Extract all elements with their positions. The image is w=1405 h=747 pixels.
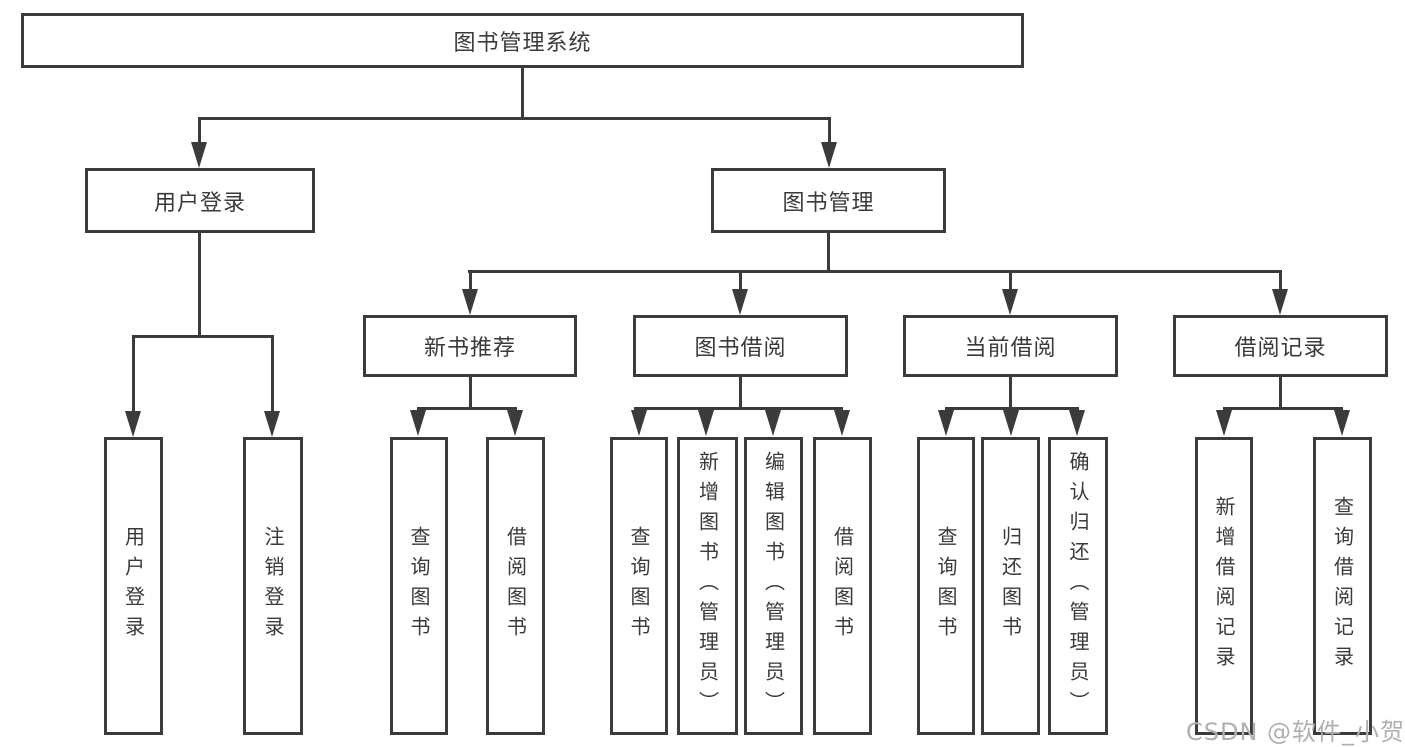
leaf-g3-add-books-admin-label: 新增图书（管理员） <box>695 451 720 721</box>
leaf-g5-add-record: 新增借阅记录 <box>1195 437 1253 735</box>
connector-newbook-drop <box>469 377 472 410</box>
leaf-g5-query-record: 查询借阅记录 <box>1313 437 1372 735</box>
node-borrow-records: 借阅记录 <box>1173 315 1388 377</box>
connector-book-mgmt-drop <box>827 233 830 273</box>
leaf-g3-edit-books-admin-label: 编辑图书（管理员） <box>761 451 786 721</box>
arrow-into-book-mgmt <box>821 142 837 168</box>
arrow-g3-borrow <box>834 410 850 436</box>
leaf-g3-query-books: 查询图书 <box>610 437 668 735</box>
leaf-user-login-label: 用户登录 <box>121 526 146 646</box>
arrow-into-current <box>1002 289 1018 315</box>
leaf-g2-borrow-books-label: 借阅图书 <box>503 526 528 646</box>
leaf-g2-query-books: 查询图书 <box>390 437 448 735</box>
connector-user-login-drop <box>198 233 201 338</box>
leaf-g3-add-books-admin: 新增图书（管理员） <box>677 437 738 735</box>
leaf-g2-query-books-label: 查询图书 <box>407 526 431 646</box>
csdn-watermark: CSDN @软件_小贺同学 <box>1186 718 1405 746</box>
connector-records-bar <box>1223 407 1343 410</box>
connector-user-login-bar <box>132 335 274 338</box>
connector-leaf-login-stem <box>132 335 135 413</box>
leaf-g4-query-books-label: 查询图书 <box>934 526 958 646</box>
connector-records-stem <box>1279 270 1282 292</box>
leaf-logout: 注销登录 <box>243 437 303 735</box>
leaf-g4-return-books: 归还图书 <box>981 437 1040 735</box>
arrow-into-borrow <box>732 289 748 315</box>
node-book-borrow-label: 图书借阅 <box>694 336 787 361</box>
leaf-g4-confirm-return-admin-label: 确认归还（管理员） <box>1066 451 1090 721</box>
connector-borrow-bar <box>634 407 843 410</box>
arrow-into-user-login <box>191 142 207 168</box>
node-user-login: 用户登录 <box>85 168 315 233</box>
arrow-into-leaf-login <box>125 411 141 437</box>
arrow-into-records <box>1272 289 1288 315</box>
node-book-borrow: 图书借阅 <box>633 315 848 377</box>
arrow-g3-query <box>631 410 647 436</box>
connector-book-mgmt-stem <box>828 117 831 145</box>
connector-borrow-drop <box>739 377 742 410</box>
connector-leaf-logout-stem <box>271 335 274 413</box>
connector-current-bar <box>945 407 1079 410</box>
leaf-g3-borrow-books-label: 借阅图书 <box>830 526 855 646</box>
leaf-g3-edit-books-admin: 编辑图书（管理员） <box>744 437 803 735</box>
node-root: 图书管理系统 <box>21 13 1024 68</box>
connector-user-login-stem <box>198 117 201 145</box>
leaf-g2-borrow-books: 借阅图书 <box>486 437 545 735</box>
leaf-g4-return-books-label: 归还图书 <box>998 526 1023 646</box>
node-book-mgmt: 图书管理 <box>711 168 946 233</box>
node-user-login-label: 用户登录 <box>153 190 246 216</box>
connector-root-drop <box>521 68 524 118</box>
arrow-g4-return <box>1003 410 1019 436</box>
connector-current-drop <box>1009 377 1012 410</box>
arrow-g4-confirm <box>1069 410 1085 436</box>
arrow-g3-edit <box>765 410 781 436</box>
leaf-g3-borrow-books: 借阅图书 <box>813 437 872 735</box>
node-current-borrow: 当前借阅 <box>903 315 1118 377</box>
node-new-book-rec: 新书推荐 <box>363 315 577 377</box>
node-root-label: 图书管理系统 <box>453 30 592 56</box>
connector-records-drop <box>1279 377 1282 410</box>
connector-borrow-stem <box>739 270 742 292</box>
leaf-user-login: 用户登录 <box>104 437 163 735</box>
connector-level2-bar <box>468 270 1281 273</box>
connector-level1-bar <box>198 117 831 120</box>
connector-newbook-bar <box>417 407 517 410</box>
leaf-g3-query-books-label: 查询图书 <box>627 526 651 646</box>
leaf-g5-add-record-label: 新增借阅记录 <box>1212 496 1236 676</box>
arrow-g5-query-record <box>1334 410 1350 436</box>
arrow-into-newbook <box>462 289 478 315</box>
arrow-g4-query <box>938 410 954 436</box>
arrow-g5-add-record <box>1216 410 1232 436</box>
arrow-g2-query <box>410 410 426 436</box>
node-book-mgmt-label: 图书管理 <box>782 190 875 216</box>
leaf-logout-label: 注销登录 <box>261 526 285 646</box>
leaf-g5-query-record-label: 查询借阅记录 <box>1330 496 1355 676</box>
arrow-g3-add <box>698 410 714 436</box>
leaf-g4-confirm-return-admin: 确认归还（管理员） <box>1048 437 1108 735</box>
node-borrow-records-label: 借阅记录 <box>1234 336 1327 361</box>
node-current-borrow-label: 当前借阅 <box>964 336 1057 361</box>
connector-newbook-stem <box>469 270 472 292</box>
connector-current-stem <box>1009 270 1012 292</box>
arrow-g2-borrow <box>507 410 523 436</box>
leaf-g4-query-books: 查询图书 <box>917 437 975 735</box>
node-new-book-rec-label: 新书推荐 <box>423 336 516 361</box>
arrow-into-leaf-logout <box>264 411 280 437</box>
